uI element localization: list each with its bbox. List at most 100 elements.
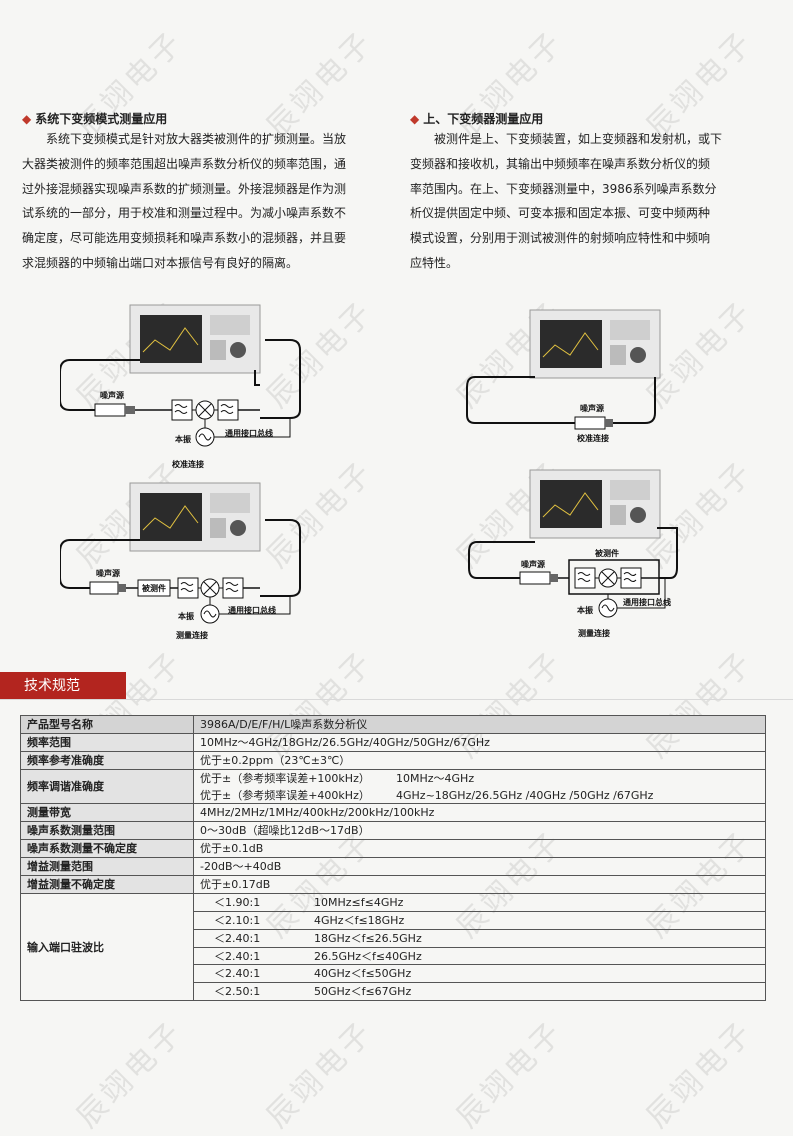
filter-icon bbox=[177, 577, 199, 599]
noise-source-icon bbox=[89, 581, 119, 595]
spec-value: 优于±（参考频率误差+100kHz）10MHz～4GHz bbox=[193, 768, 766, 787]
left-section-paragraph: 系统下变频模式是针对放大器类被测件的扩频测量。当放 大器类被测件的频率范围超出噪… bbox=[22, 127, 384, 276]
watermark-text: 辰翊电子 bbox=[640, 1014, 761, 1135]
diamond-bullet-icon: ◆ bbox=[22, 112, 32, 126]
spec-value: 优于±0.2ppm（23℃±3℃） bbox=[193, 750, 766, 770]
watermark-text: 辰翊电子 bbox=[450, 1014, 571, 1135]
left-line-1: 系统下变频模式是针对放大器类被测件的扩频测量。当放 bbox=[46, 132, 347, 146]
spec-label: 噪声系数测量不确定度 bbox=[20, 839, 194, 859]
table-row: 噪声系数测量不确定度 优于±0.1dB bbox=[20, 839, 766, 859]
spec-label: 输入端口驻波比 bbox=[20, 892, 194, 1002]
right-calibration-diagram: 噪声源 校准连接 bbox=[466, 309, 661, 443]
table-row: ＜2.10:1 4GHz＜f≤18GHz bbox=[21, 910, 766, 930]
analyzer-instrument bbox=[529, 309, 661, 379]
vswr-cell: ＜2.40:1 40GHz＜f≤50GHz bbox=[193, 964, 766, 984]
vswr-range: 40GHz＜f≤50GHz bbox=[314, 967, 412, 981]
vswr-ratio: ＜2.10:1 bbox=[214, 913, 261, 927]
right-measurement-diagram: 噪声源 被测件 本振 通用接口总线 测量连接 bbox=[468, 469, 678, 638]
left-line-2: 大器类被测件的频率范围超出噪声系数分析仪的频率范围，通 bbox=[22, 156, 347, 171]
vswr-range: 50GHz＜f≤67GHz bbox=[314, 985, 412, 999]
spec-label: 增益测量范围 bbox=[20, 857, 194, 877]
vswr-ratio: ＜2.40:1 bbox=[214, 949, 261, 963]
lo-label: 本振 bbox=[177, 611, 194, 621]
noise-source-label: 噪声源 bbox=[521, 559, 545, 569]
left-section-heading: ◆系统下变频模式测量应用 bbox=[22, 112, 168, 126]
watermark-text: 辰翊电子 bbox=[70, 1014, 191, 1135]
analyzer-instrument bbox=[129, 482, 261, 552]
vswr-ratio: ＜2.40:1 bbox=[214, 967, 261, 981]
spec-label: 噪声系数测量范围 bbox=[20, 821, 194, 841]
vswr-cell: ＜2.10:1 4GHz＜f≤18GHz bbox=[193, 910, 766, 930]
table-row: 频率调谐准确度 优于±（参考频率误差+100kHz）10MHz～4GHz bbox=[20, 768, 766, 805]
right-line-1: 被测件是上、下变频装置，如上变频器和发射机，或下 bbox=[434, 132, 723, 146]
dut-label: 被测件 bbox=[142, 583, 166, 593]
spec-value: 4MHz/2MHz/1MHz/400kHz/200kHz/100kHz bbox=[193, 803, 766, 823]
analyzer-instrument bbox=[129, 304, 261, 374]
table-row: 增益测量不确定度 优于±0.17dB bbox=[20, 875, 766, 894]
vswr-cell: ＜2.50:1 50GHz＜f≤67GHz bbox=[193, 982, 766, 1002]
noise-source-label: 噪声源 bbox=[100, 390, 124, 400]
filter-icon bbox=[574, 567, 596, 589]
bus-label: 通用接口总线 bbox=[228, 605, 276, 615]
spec-value: 优于±0.1dB bbox=[193, 839, 766, 859]
right-line-2: 变频器和接收机，其输出中频频率在噪声系数分析仪的频 bbox=[410, 156, 711, 171]
filter-icon bbox=[171, 399, 193, 421]
spec-label: 频率范围 bbox=[20, 732, 194, 752]
noise-source-icon bbox=[519, 571, 551, 585]
vswr-range: 10MHz≤f≤4GHz bbox=[314, 895, 404, 909]
spec-value: 3986A/D/E/F/H/L噪声系数分析仪 bbox=[193, 715, 766, 734]
spec-value: 优于±（参考频率误差+400kHz） 4GHz~18GHz/26.5GHz /40… bbox=[193, 786, 766, 805]
diagram-caption: 校准连接 bbox=[172, 459, 204, 469]
left-line-6: 求混频器的中频输出端口对本振信号有良好的隔离。 bbox=[22, 255, 299, 270]
table-row: 输入端口驻波比 ＜1.90:1 10MHz≤f≤4GHz bbox=[20, 892, 766, 1002]
spec-table: 产品型号名称 3986A/D/E/F/H/L噪声系数分析仪 频率范围 10MHz… bbox=[20, 715, 766, 1002]
spec-value: 0～30dB（超噪比12dB～17dB） bbox=[193, 821, 766, 841]
tune-acc-range: 4GHz~18GHz/26.5GHz /40GHz /50GHz /67GHz bbox=[396, 788, 654, 802]
spec-label: 产品型号名称 bbox=[20, 715, 194, 734]
table-row: ＜2.50:1 50GHz＜f≤67GHz bbox=[21, 982, 766, 1002]
right-line-6: 应特性。 bbox=[410, 255, 459, 270]
table-row: 噪声系数测量范围 0～30dB（超噪比12dB～17dB） bbox=[20, 821, 766, 841]
spec-value: -20dB～+40dB bbox=[193, 857, 766, 877]
spec-label: 增益测量不确定度 bbox=[20, 875, 194, 894]
spec-label: 测量带宽 bbox=[20, 803, 194, 823]
left-line-3: 过外接混频器实现噪声系数的扩频测量。外接混频器是作为测 bbox=[22, 181, 347, 196]
table-row: 优于±（参考频率误差+400kHz） 4GHz~18GHz/26.5GHz /40… bbox=[21, 786, 766, 805]
right-section-heading: ◆上、下变频器测量应用 bbox=[410, 112, 544, 126]
filter-icon bbox=[222, 577, 244, 599]
table-row: 增益测量范围 -20dB～+40dB bbox=[20, 857, 766, 877]
vswr-cell: ＜2.40:1 26.5GHz＜f≤40GHz bbox=[193, 946, 766, 966]
table-row: 产品型号名称 3986A/D/E/F/H/L噪声系数分析仪 bbox=[20, 715, 766, 734]
left-measurement-diagram: 噪声源 被测件 本振 通用接口总线 测量连接 bbox=[60, 482, 301, 640]
tune-acc-value: 优于±（参考频率误差+400kHz） bbox=[200, 788, 370, 802]
vswr-ratio: ＜2.50:1 bbox=[214, 985, 261, 999]
spec-banner: 技术规范 bbox=[0, 672, 126, 700]
watermark-text: 辰翊电子 bbox=[260, 1014, 381, 1135]
right-line-5: 模式设置，分别用于测试被测件的射频响应特性和中频响 bbox=[410, 231, 711, 246]
vswr-range: 26.5GHz＜f≤40GHz bbox=[314, 949, 422, 963]
diagram-caption: 校准连接 bbox=[577, 433, 609, 443]
spec-value: 优于±0.17dB bbox=[193, 875, 766, 894]
table-row: 测量带宽 4MHz/2MHz/1MHz/400kHz/200kHz/100kHz bbox=[20, 803, 766, 823]
diamond-bullet-icon: ◆ bbox=[410, 112, 420, 126]
left-line-4: 试系统的一部分，用于校准和测量过程中。为减小噪声系数不 bbox=[22, 206, 347, 221]
noise-source-icon bbox=[574, 416, 606, 430]
lo-label: 本振 bbox=[576, 605, 593, 615]
vswr-range: 4GHz＜f≤18GHz bbox=[314, 913, 405, 927]
right-section-paragraph: 被测件是上、下变频装置，如上变频器和发射机，或下 变频器和接收机，其输出中频频率… bbox=[410, 127, 768, 276]
dut-label: 被测件 bbox=[595, 548, 619, 558]
banner-divider bbox=[0, 699, 793, 700]
vswr-range: 18GHz＜f≤26.5GHz bbox=[314, 931, 422, 945]
noise-source-label: 噪声源 bbox=[96, 568, 120, 578]
filter-icon bbox=[217, 399, 239, 421]
vswr-ratio: ＜1.90:1 bbox=[214, 895, 261, 909]
noise-source-icon bbox=[94, 403, 126, 417]
diagram-caption: 测量连接 bbox=[176, 630, 208, 640]
noise-source-label: 噪声源 bbox=[580, 403, 604, 413]
vswr-cell: ＜1.90:1 10MHz≤f≤4GHz bbox=[193, 892, 766, 912]
tune-acc-range: 10MHz～4GHz bbox=[396, 771, 475, 785]
spec-label: 频率调谐准确度 bbox=[20, 768, 194, 805]
analyzer-instrument bbox=[529, 469, 661, 539]
table-row: 频率参考准确度 优于±0.2ppm（23℃±3℃） bbox=[20, 750, 766, 770]
